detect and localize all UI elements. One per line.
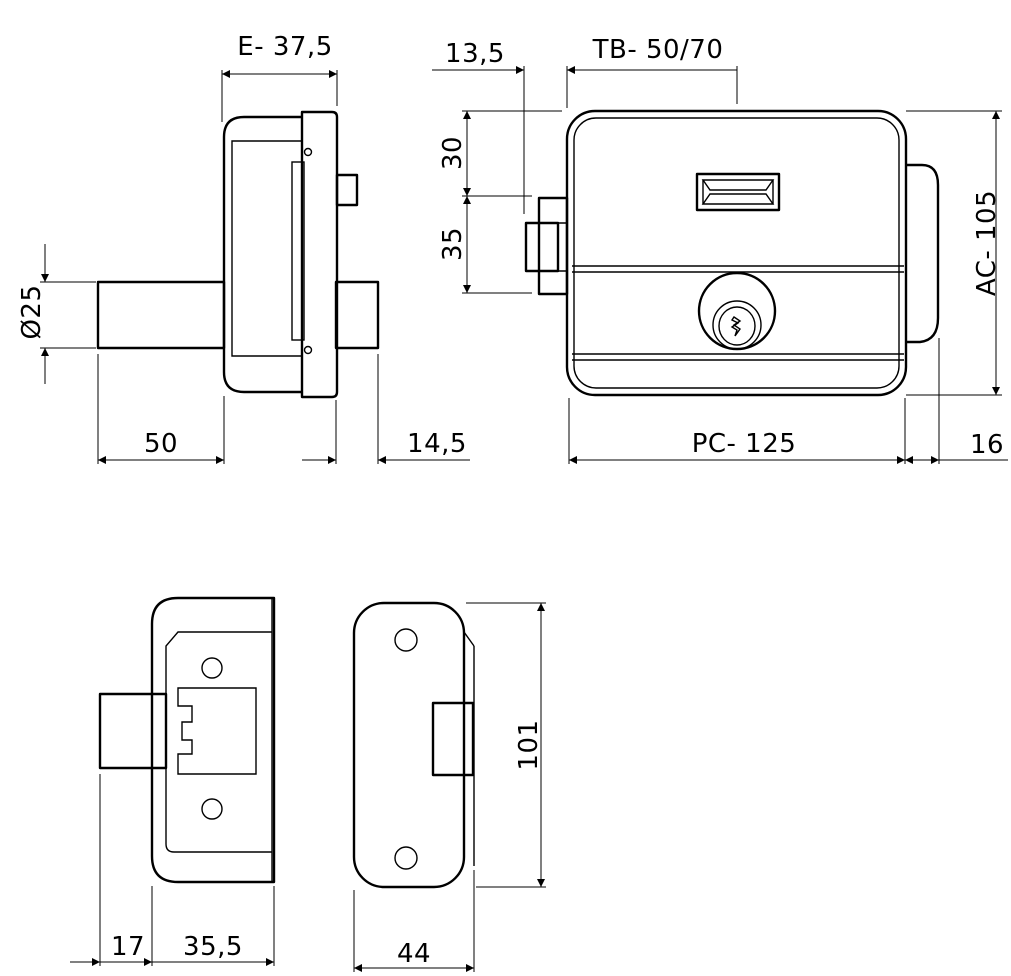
keeper-tongue [98, 692, 168, 770]
strike-handle [906, 163, 940, 344]
dim-14-5-label: 14,5 [407, 429, 467, 459]
dim-ac-label: AC- 105 [972, 190, 1002, 296]
release-button-window [695, 172, 781, 212]
dim-diameter-label: Ø25 [17, 284, 47, 339]
keeper-plate-front [352, 601, 466, 889]
dim-35-label: 35 [438, 227, 468, 261]
bolt-cylinder [96, 280, 226, 350]
keeper-body-side [150, 596, 276, 884]
screw-hole-icon [201, 657, 223, 679]
screw-hole-icon [303, 345, 313, 355]
latch-side [335, 173, 359, 207]
bolt-tail [334, 280, 380, 350]
dim-35-5-label: 35,5 [183, 932, 243, 962]
bolt-front [537, 196, 569, 296]
dim-17-label: 17 [111, 932, 145, 962]
dim-tb-label: TB- 50/70 [592, 35, 724, 65]
lock-housing-side [222, 115, 302, 394]
keeper-slot [431, 701, 475, 777]
screw-hole-icon [394, 628, 418, 652]
dim-e-label: E- 37,5 [237, 32, 332, 62]
dim-pc-label: PC- 125 [692, 429, 797, 459]
dim-101-label: 101 [514, 719, 544, 770]
screw-hole-icon [303, 147, 313, 157]
dim-16-label: 16 [970, 430, 1004, 460]
key-slot-icon [730, 316, 742, 337]
screw-hole-icon [394, 846, 418, 870]
dim-44-label: 44 [397, 939, 431, 969]
dim-30-label: 30 [438, 136, 468, 170]
lock-housing-front [565, 109, 908, 397]
key-cylinder-icon [697, 271, 777, 351]
front-view: 13,5 TB- 50/70 30 35 AC- 105 PC- 125 16 [432, 35, 1008, 464]
faceplate-side [300, 110, 339, 399]
keeper-side-view: 17 35,5 [70, 596, 276, 966]
dim-50-label: 50 [144, 429, 178, 459]
keeper-front-view: 101 44 [352, 601, 546, 972]
dim-13-5-label: 13,5 [445, 39, 505, 69]
side-view: E- 37,5 Ø25 50 14,5 [17, 32, 470, 464]
screw-hole-icon [201, 798, 223, 820]
